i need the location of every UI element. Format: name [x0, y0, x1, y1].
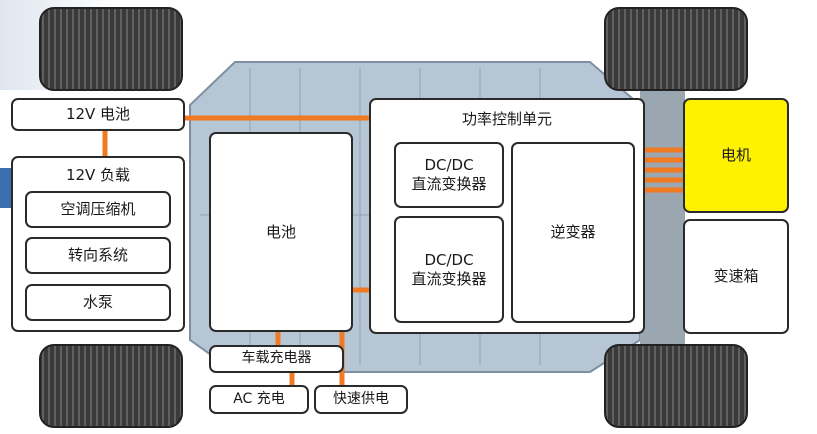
gearbox-label: 变速箱 — [713, 267, 759, 286]
ac-charging-label: AC 充电 — [233, 390, 285, 407]
water-pump-box: 水泵 — [25, 284, 171, 321]
onboard-charger-label: 车载充电器 — [241, 350, 312, 367]
tire-icon — [39, 7, 748, 428]
dcdc-converter-1-box: DC/DC 直流变换器 — [394, 142, 504, 208]
ac-compressor-label: 空调压缩机 — [60, 200, 136, 219]
gearbox-box: 变速箱 — [683, 219, 789, 334]
onboard-charger-box: 车载充电器 — [209, 345, 344, 373]
ac-charging-box: AC 充电 — [209, 385, 309, 414]
motor-label: 电机 — [720, 146, 751, 165]
water-pump-label: 水泵 — [82, 293, 113, 312]
battery-12v-label: 12V 电池 — [65, 105, 131, 124]
fast-charging-box: 快速供电 — [314, 385, 408, 414]
battery-label: 电池 — [265, 222, 296, 241]
ac-compressor-box: 空调压缩机 — [25, 191, 171, 228]
load-12v-title: 12V 负载 — [65, 166, 131, 184]
steering-system-label: 转向系统 — [67, 246, 128, 265]
inverter-label: 逆变器 — [550, 223, 596, 242]
battery-box: 电池 — [209, 132, 353, 332]
dcdc-2-line2: 直流变换器 — [411, 269, 487, 288]
pcu-title: 功率控制单元 — [461, 110, 552, 128]
load-12v-panel: 12V 负载 空调压缩机 转向系统 水泵 — [11, 156, 185, 332]
power-control-unit-panel: 功率控制单元 DC/DC 直流变换器 DC/DC 直流变换器 逆变器 — [369, 98, 645, 334]
motor-box: 电机 — [683, 98, 789, 213]
steering-system-box: 转向系统 — [25, 237, 171, 274]
inverter-box: 逆变器 — [511, 142, 635, 323]
fast-charging-label: 快速供电 — [333, 390, 389, 407]
dcdc-1-line2: 直流变换器 — [411, 175, 487, 193]
dcdc-1-line1: DC/DC — [424, 156, 474, 175]
dcdc-converter-2-box: DC/DC 直流变换器 — [394, 216, 504, 323]
dcdc-2-line1: DC/DC — [424, 250, 474, 269]
battery-12v-box: 12V 电池 — [11, 98, 185, 131]
accent-bar — [0, 168, 14, 208]
